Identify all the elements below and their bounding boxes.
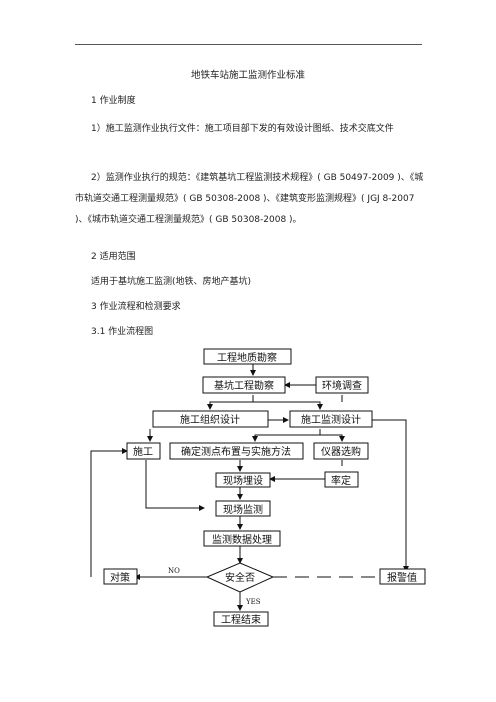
node-safe-decision: [205, 562, 275, 593]
node-construction-design: [152, 410, 269, 428]
paragraph-1: 1）施工监测作业执行文件：施工项目部下发的有效设计图纸、技术交底文件: [91, 124, 394, 134]
node-monitoring-design: [289, 410, 373, 428]
section-1-heading: 1 作业制度: [91, 96, 136, 106]
node-instrument: [313, 442, 369, 460]
node-alarm: [379, 568, 426, 585]
arrow-monitoring-to-instrument: [320, 434, 345, 442]
line-monitoring-to-alarm: [372, 419, 407, 572]
section-3-heading: 3 作业流程和检测要求: [91, 302, 181, 312]
node-burying: [215, 472, 271, 488]
node-geology-label: 工程地质勘察: [217, 351, 277, 364]
arrow-countermeasure-to-construction: [90, 448, 128, 577]
arrow-construction-to-field-monitoring: [145, 460, 205, 511]
section-3-1-heading: 3.1 作业流程图: [91, 327, 154, 337]
arrow-pit-to-monitoring-design: [253, 401, 323, 410]
node-construction-design-label: 施工组织设计: [180, 413, 240, 426]
arrow-pit-to-construction-design: [207, 395, 254, 410]
flowchart: 工程地质勘察 基坑工程勘察 环境调查 施工组织设计 施工监测设计 施工 确定测点…: [90, 348, 426, 627]
no-label: NO: [168, 567, 180, 575]
node-point-layout-label: 确定测点布置与实施方法: [181, 445, 291, 458]
node-env-survey: [315, 376, 369, 394]
yes-label: YES: [245, 598, 261, 606]
node-pit-survey-label: 基坑工程勘察: [214, 379, 274, 392]
node-completion: [213, 611, 269, 627]
node-burying-label: 现场埋设: [223, 474, 263, 487]
node-safe-label: 安全否: [225, 571, 255, 584]
document-title: 地铁车站施工监测作业标准: [190, 70, 305, 81]
arrow-monitoring-to-layout: [252, 429, 321, 442]
node-env-survey-label: 环境调查: [322, 379, 362, 392]
node-calibration-label: 率定: [331, 474, 351, 487]
node-field-monitoring: [215, 500, 271, 517]
node-countermeasure: [103, 568, 138, 585]
node-construction-label: 施工: [133, 445, 153, 458]
node-instrument-label: 仪器选购: [321, 445, 361, 458]
section-2-heading: 2 适用范围: [91, 252, 136, 262]
node-data-processing: [203, 530, 281, 547]
node-field-monitoring-label: 现场监测: [223, 503, 263, 516]
node-completion-label: 工程结束: [221, 613, 261, 626]
node-alarm-label: 报警值: [387, 571, 417, 584]
node-construction: [126, 442, 161, 460]
node-calibration: [324, 471, 359, 488]
node-geology: [203, 348, 292, 365]
node-pit-survey: [202, 376, 286, 394]
header-rule: [75, 44, 422, 45]
paragraph-3: 适用于基坑施工监测(地铁、房地产基坑): [91, 277, 252, 287]
node-monitoring-design-label: 施工监测设计: [301, 413, 361, 426]
node-point-layout: [169, 442, 304, 460]
node-countermeasure-label: 对策: [110, 571, 130, 584]
node-data-processing-label: 监测数据处理: [212, 533, 272, 546]
paragraph-2: 2）监测作业执行的规范：《建筑基坑工程监测技术规程》( GB 50497-200…: [75, 173, 424, 225]
